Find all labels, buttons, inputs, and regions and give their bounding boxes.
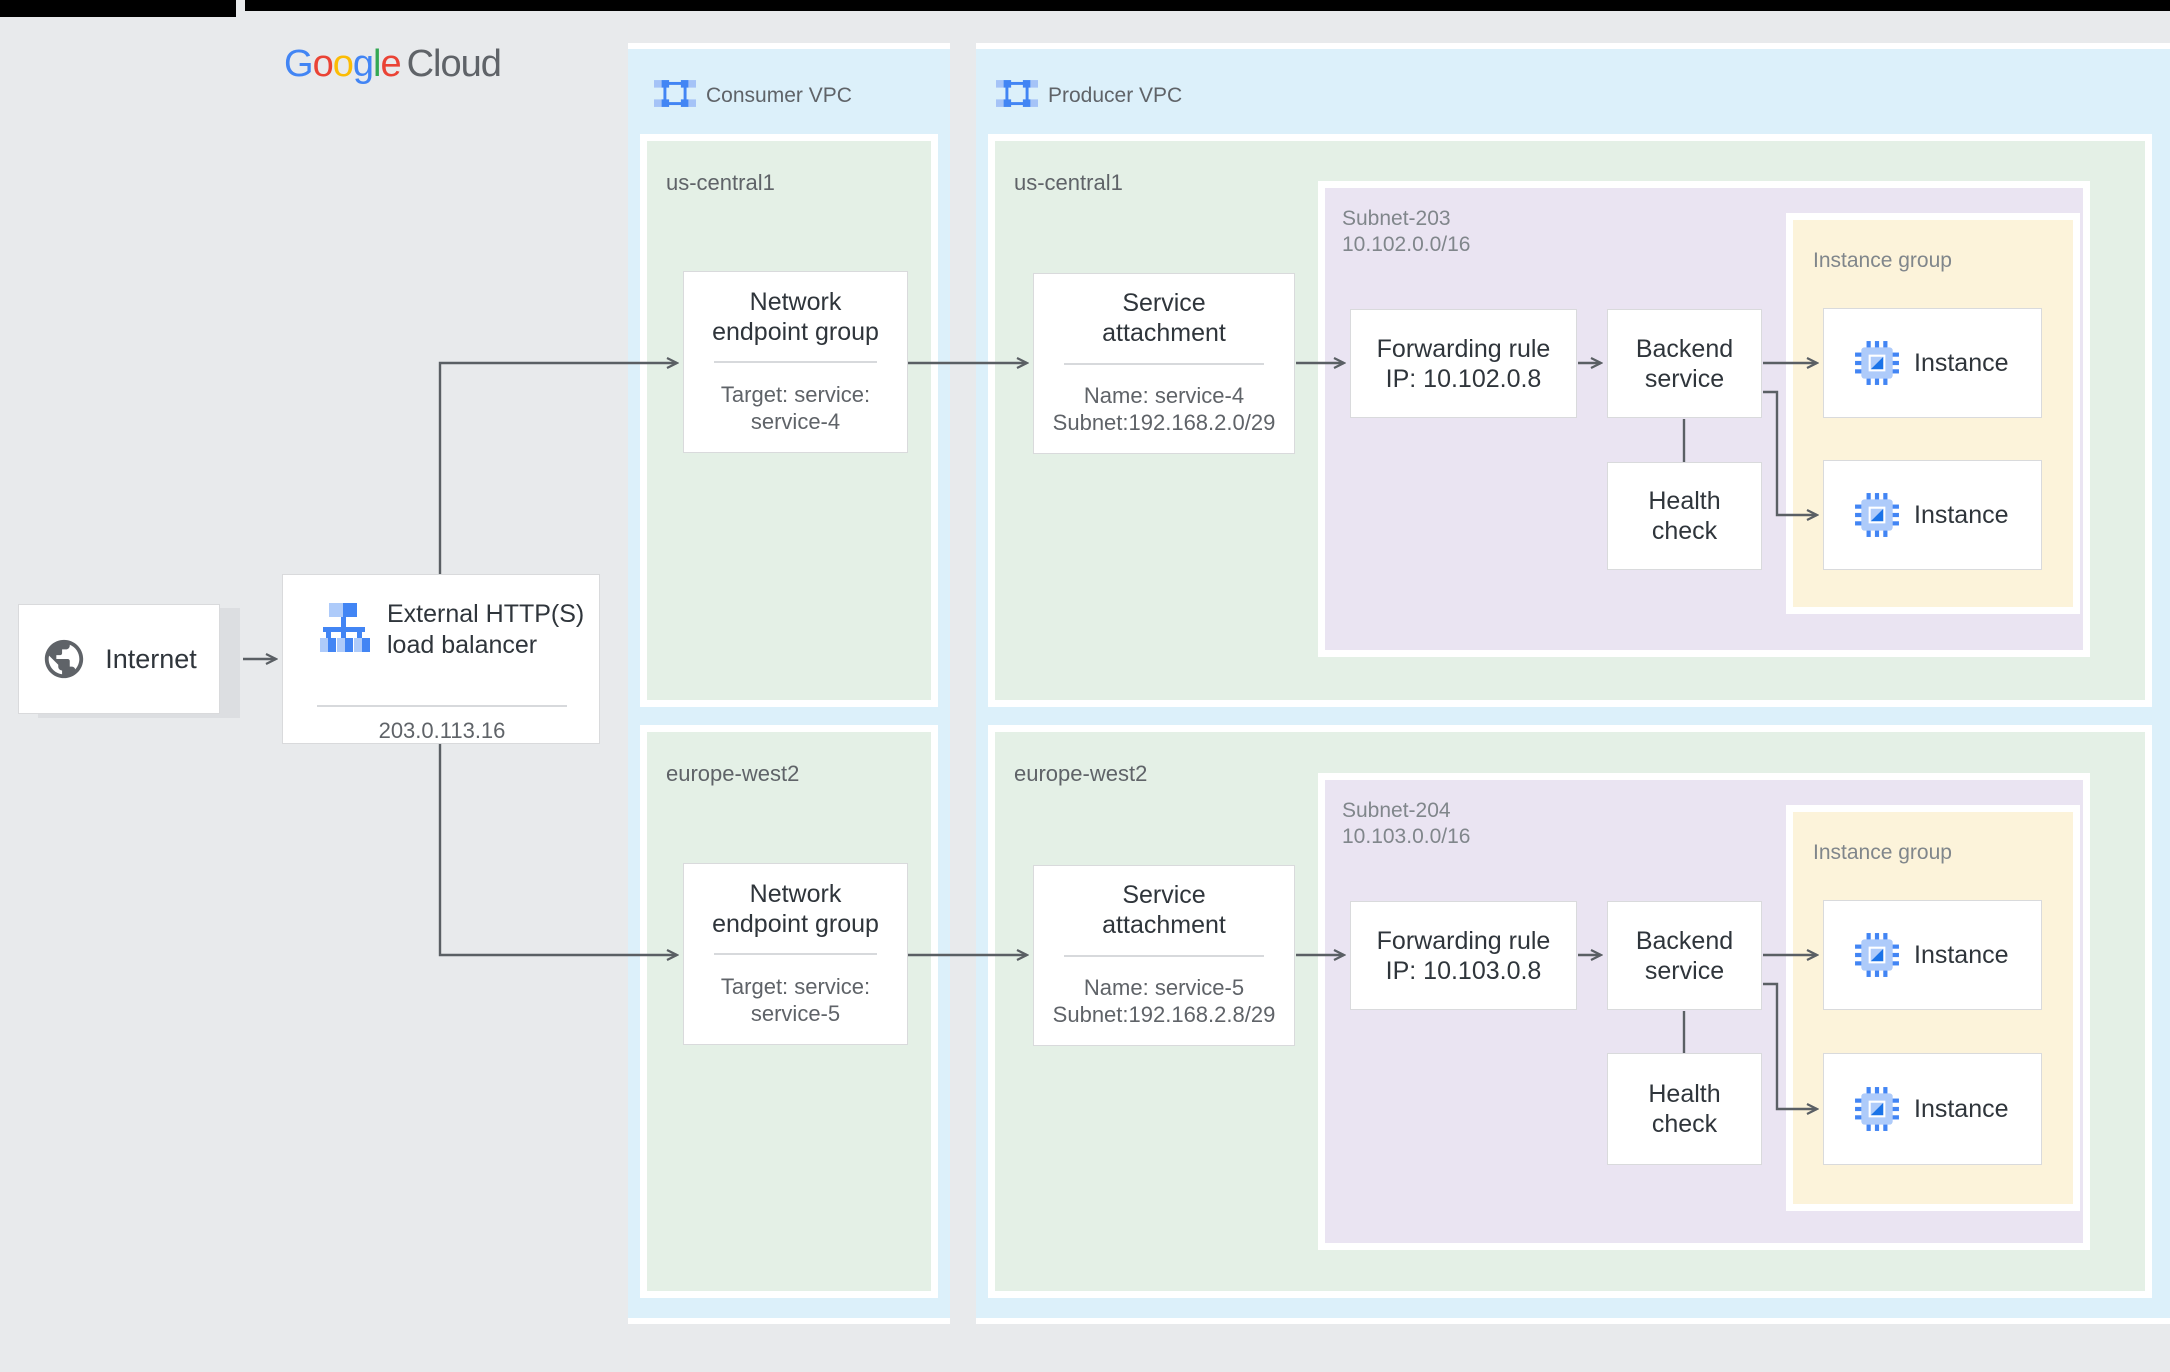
card-divider (714, 953, 877, 955)
card-divider (714, 361, 877, 363)
instance-group-label: Instance group (1813, 249, 1952, 272)
neg-title-line2: endpoint group (712, 317, 879, 346)
sa-sub-line1: Name: service-4 (1083, 382, 1245, 408)
neg-subtext: Target: service: service-5 (684, 955, 907, 1044)
neg-title-line1: Network (749, 879, 842, 908)
subnet-name: Subnet-203 (1342, 207, 1451, 230)
sa-title: Service attachment (1034, 866, 1294, 955)
neg-sub-line2: service-4 (750, 408, 841, 434)
logo-letter: G (284, 43, 314, 85)
sa-title: Service attachment (1034, 274, 1294, 363)
region-label: us-central1 (1014, 170, 1123, 195)
instance-label: Instance (1914, 941, 2009, 969)
neg-sub-line2: service-5 (750, 1000, 841, 1026)
neg-sub-line1: Target: service: (720, 381, 871, 407)
instance-2-2: Instance (1823, 1053, 2042, 1165)
logo-letter: o (312, 43, 334, 85)
internet-label: Internet (105, 643, 197, 674)
logo-letter: e (380, 43, 401, 85)
neg-title: Network endpoint group (684, 272, 907, 361)
hc-line1: Health (1648, 1080, 1721, 1108)
load-balancer-box: External HTTP(S) load balancer 203.0.113… (282, 574, 600, 744)
neg-sub-line1: Target: service: (720, 973, 871, 999)
sa-subtext: Name: service-4 Subnet:192.168.2.0/29 (1034, 365, 1294, 454)
compute-instance-icon (1854, 932, 1900, 978)
service-attachment-2: Service attachment Name: service-5 Subne… (1033, 865, 1295, 1046)
health-check-1: Health check (1607, 462, 1762, 570)
instance-label: Instance (1914, 501, 2009, 529)
sa-sub-line2: Subnet:192.168.2.0/29 (1052, 409, 1276, 435)
instance-label: Instance (1914, 1095, 2009, 1123)
bs-line1: Backend (1635, 926, 1734, 955)
instance-1-1: Instance (1823, 308, 2042, 418)
network-endpoint-group-2: Network endpoint group Target: service: … (683, 863, 908, 1045)
health-check-2: Health check (1607, 1053, 1762, 1165)
internet-box: Internet (18, 604, 220, 714)
instance-1-2: Instance (1823, 460, 2042, 570)
logo-letter: o (332, 43, 354, 85)
card-divider (317, 705, 567, 707)
globe-icon (41, 636, 87, 682)
card-divider (1064, 954, 1264, 957)
logo-letter: g (352, 43, 374, 85)
sa-sub-line1: Name: service-5 (1083, 974, 1245, 1000)
compute-instance-icon (1854, 340, 1900, 386)
neg-title-line2: endpoint group (712, 909, 879, 938)
service-attachment-1: Service attachment Name: service-4 Subne… (1033, 273, 1295, 454)
lb-title-line1: External HTTP(S) (387, 600, 585, 628)
network-endpoint-group-1: Network endpoint group Target: service: … (683, 271, 908, 453)
hc-line2: check (1651, 517, 1718, 545)
card-divider (1064, 362, 1264, 365)
compute-instance-icon (1854, 1086, 1900, 1132)
vpc-icon (996, 76, 1038, 111)
load-balancer-icon (317, 601, 371, 657)
subnet-name: Subnet-204 (1342, 799, 1451, 822)
sa-title-line1: Service (1122, 881, 1206, 910)
subnet-cidr: 10.102.0.0/16 (1342, 233, 1471, 256)
bs-line1: Backend (1635, 334, 1734, 363)
fr-line2: IP: 10.103.0.8 (1385, 956, 1542, 985)
bs-line2: service (1644, 956, 1725, 985)
sa-sub-line2: Subnet:192.168.2.8/29 (1052, 1001, 1276, 1027)
region-label: europe-west2 (1014, 761, 1148, 786)
top-bar-left (0, 0, 236, 17)
fr-line2: IP: 10.102.0.8 (1385, 364, 1542, 393)
neg-title: Network endpoint group (684, 864, 907, 953)
top-bar-right (245, 0, 2170, 11)
consumer-vpc-label: Consumer VPC (706, 84, 852, 107)
hc-line1: Health (1648, 487, 1721, 515)
region-label: europe-west2 (666, 761, 800, 786)
instance-group-label: Instance group (1813, 841, 1952, 864)
vpc-icon (654, 76, 696, 111)
logo-letter: l (372, 43, 382, 85)
forwarding-rule-2: Forwarding rule IP: 10.103.0.8 (1350, 901, 1577, 1010)
sa-subtext: Name: service-5 Subnet:192.168.2.8/29 (1034, 957, 1294, 1046)
lb-title-line2: load balancer (387, 631, 538, 659)
subnet-label: Subnet-203 10.102.0.0/16 (1342, 206, 1470, 258)
instance-label: Instance (1914, 349, 2009, 377)
backend-service-1: Backend service (1607, 309, 1762, 418)
compute-instance-icon (1854, 492, 1900, 538)
neg-title-line1: Network (749, 287, 842, 316)
region-label: us-central1 (666, 170, 775, 195)
backend-service-2: Backend service (1607, 901, 1762, 1010)
hc-line2: check (1651, 1110, 1718, 1138)
forwarding-rule-1: Forwarding rule IP: 10.102.0.8 (1350, 309, 1577, 418)
fr-line1: Forwarding rule (1376, 334, 1551, 363)
logo-cloud-text: Cloud (406, 43, 502, 85)
sa-title-line2: attachment (1102, 319, 1226, 348)
sa-title-line2: attachment (1102, 911, 1226, 940)
fr-line1: Forwarding rule (1376, 926, 1551, 955)
lb-title: External HTTP(S) load balancer (387, 599, 587, 661)
instance-2-1: Instance (1823, 900, 2042, 1010)
bs-line2: service (1644, 364, 1725, 393)
subnet-label: Subnet-204 10.103.0.0/16 (1342, 798, 1470, 850)
subnet-cidr: 10.103.0.0/16 (1342, 825, 1471, 848)
sa-title-line1: Service (1122, 289, 1206, 318)
producer-vpc-label: Producer VPC (1048, 84, 1183, 107)
lb-ip: 203.0.113.16 (378, 718, 506, 743)
neg-subtext: Target: service: service-4 (684, 363, 907, 452)
